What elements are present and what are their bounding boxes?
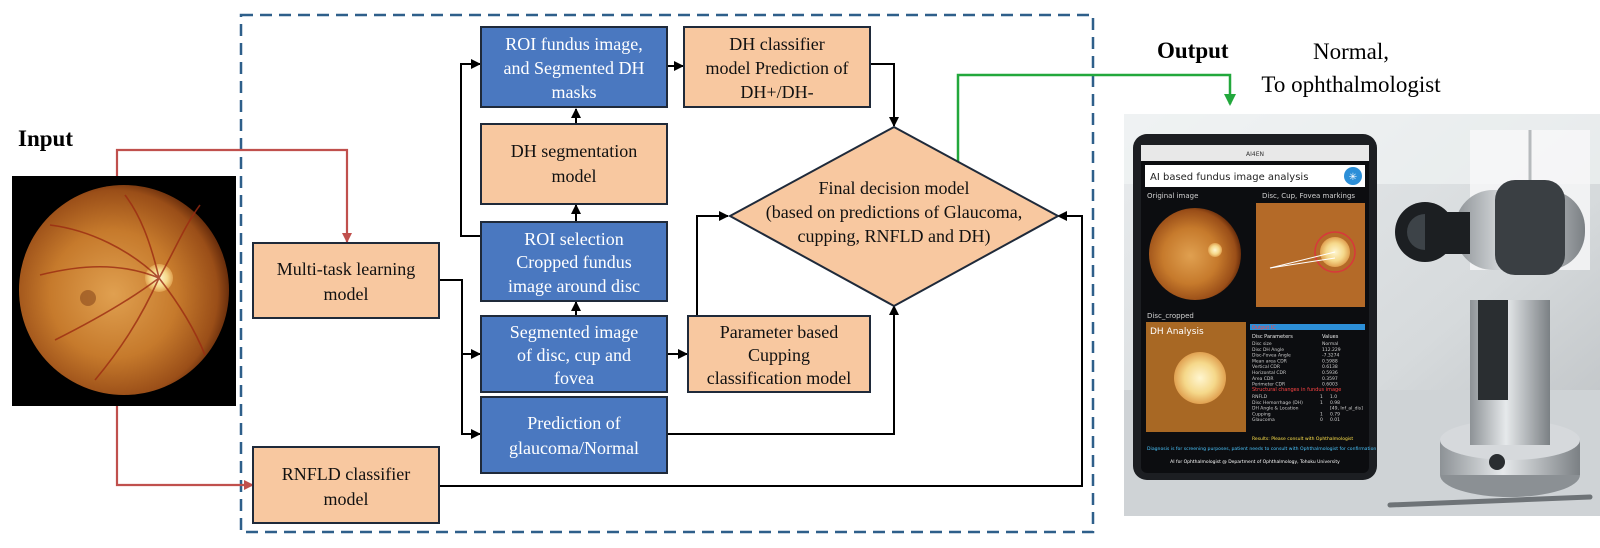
multitask-to-prediction-arrow (461, 354, 481, 439)
output-result-line-2: To ophthalmologist (1261, 72, 1441, 97)
tablet-changes-title: Structural changes in fundus image (1252, 387, 1341, 393)
prediction-to-final-arrow (668, 305, 899, 435)
tablet-row-value: 0.3597 (1322, 376, 1338, 382)
tablet-row-param: Perimeter CDR (1252, 382, 1285, 388)
multitask-learning-box: Multi-task learning model (252, 242, 440, 319)
dh-classifier-line-2: model Prediction of (706, 58, 849, 78)
segmented-image-box: Segmented image of disc, cup and fovea (480, 315, 668, 393)
dh-classifier-box: DH classifier model Prediction of DH+/DH… (683, 26, 871, 108)
multitask-line-2: model (324, 284, 369, 304)
multitask-line-1: Multi-task learning (277, 259, 415, 279)
tablet-change-name: Cupping (1252, 411, 1271, 417)
tablet-change-flag: 1 (1320, 400, 1323, 406)
tablet-row-param: Horizontal CDR (1252, 370, 1286, 376)
parameter-line-2: Cupping (748, 345, 810, 365)
roi-fundus-line-2: and Segmented DH (504, 58, 645, 78)
tablet-row-value: -7.3274 (1322, 353, 1340, 359)
fundus-camera (1395, 180, 1585, 497)
roi-fundus-line-3: masks (552, 82, 597, 102)
roi-selection-box: ROI selection Cropped fundus image aroun… (480, 221, 668, 302)
roi-fundus-line-1: ROI fundus image, (505, 34, 642, 54)
tablet-note: Diagnosis is for screening purposes, pat… (1147, 446, 1376, 452)
roi-selection-line-1: ROI selection (524, 229, 623, 249)
tablet-footer: AI for Ophthalmologist @ Department of O… (1170, 459, 1340, 465)
tablet-row-value: 112.229 (1322, 347, 1341, 353)
roi-selection-line-3: image around disc (508, 276, 640, 296)
final-decision-line-2: (based on predictions of Glaucoma, (766, 202, 1022, 223)
tablet-markings-label: Disc, Cup, Fovea markings (1262, 192, 1355, 200)
dhclass-to-final-arrow (870, 63, 899, 127)
tablet-results: Results: Please consult with Ophthalmolo… (1252, 436, 1353, 442)
parameter-line-3: classification model (707, 368, 851, 388)
final-to-output-arrow (956, 73, 1236, 162)
tablet-col-values: Values (1322, 334, 1339, 340)
tablet-header: AI based fundus image analysis (1150, 172, 1308, 183)
parameter-line-1: Parameter based (720, 322, 838, 342)
prediction-line-2: glaucoma/Normal (509, 438, 639, 458)
tablet-change-name: RNFLD (1252, 394, 1268, 400)
tablet-col-params: Disc Parameters (1252, 334, 1293, 340)
pipeline-container (239, 13, 1095, 534)
roiselect-to-roifundus-arrow (460, 59, 481, 237)
segmented-line-1: Segmented image (510, 322, 638, 342)
dh-segmentation-line-1: DH segmentation (511, 141, 637, 161)
tablet-change-name: DH Angle & Location (1252, 406, 1299, 412)
tablet-status: AI4EN (1246, 151, 1264, 158)
tablet-cropped-label: Disc_cropped (1147, 312, 1194, 320)
multitask-to-segmented-arrow (440, 279, 481, 359)
tablet-original-label: Original image (1147, 192, 1198, 200)
tablet-change-name: Disc Hemorrhage (DH) (1252, 400, 1303, 406)
tablet-row-value: 0.6138 (1322, 364, 1338, 370)
tablet-row-param: Disc-Fovea Angle (1252, 353, 1291, 359)
rnfld-classifier-box: RNFLD classifier model (252, 446, 440, 524)
tablet-change-score: 1.0 (1330, 394, 1337, 400)
dh-classifier-line-3: DH+/DH- (740, 82, 813, 102)
dh-segmentation-box: DH segmentation model (480, 123, 668, 205)
tablet-row-param: Area CDR (1252, 376, 1274, 382)
tablet-change-flag: 1 (1320, 411, 1323, 417)
roi-selection-line-2: Cropped fundus (516, 252, 632, 272)
tablet-change-flag: 1 (1320, 394, 1323, 400)
tablet-row-param: Vertical CDR (1252, 364, 1280, 370)
dh-classifier-line-1: DH classifier (729, 34, 824, 54)
tablet-change-score: [49, Inf_al_dis] (1330, 406, 1363, 412)
svg-text:✳: ✳ (1349, 172, 1357, 183)
input-label: Input (18, 126, 73, 151)
tablet-row-value: 0.6003 (1322, 382, 1338, 388)
rnfld-line-1: RNFLD classifier (282, 464, 410, 484)
parameter-cupping-box: Parameter based Cupping classification m… (687, 315, 871, 393)
parameter-to-final-arrow (696, 211, 729, 316)
input-to-multitask-arrow (115, 148, 352, 243)
tablet-row-param: Disc size (1252, 341, 1272, 347)
rnfld-to-final-arrow (440, 211, 1083, 487)
roi-fundus-box: ROI fundus image, and Segmented DH masks (480, 26, 668, 108)
output-label: Output (1157, 38, 1229, 63)
final-decision-diamond: Final decision model (based on predictio… (727, 125, 1061, 308)
glaucoma-prediction-box: Prediction of glaucoma/Normal (480, 396, 668, 474)
tablet-row-value: 0.5936 (1322, 370, 1338, 376)
tablet-table-title: Output IC (1252, 325, 1276, 331)
dh-segmentation-line-2: model (552, 166, 597, 186)
tablet-dh-label: DH Analysis (1150, 327, 1204, 337)
tablet-change-score: 0.79 (1330, 411, 1340, 417)
tablet-row-value: 0.5988 (1322, 358, 1338, 364)
prediction-line-1: Prediction of (527, 413, 620, 433)
input-to-rnfld-arrow (115, 406, 254, 490)
tablet-change-score: 0.01 (1330, 417, 1340, 423)
final-decision-line-1: Final decision model (819, 178, 970, 198)
final-decision-line-3: cupping, RNFLD and DH) (798, 226, 991, 247)
segmented-line-2: of disc, cup and (517, 345, 631, 365)
segmented-line-3: fovea (554, 368, 594, 388)
tablet-change-flag: 0 (1320, 417, 1323, 423)
output-result-line-1: Normal, (1313, 39, 1389, 64)
input-fundus-image (12, 176, 236, 406)
tablet-device: AI4EN AI based fundus image analysis ✳ O… (1133, 134, 1377, 480)
tablet-change-score: 0.98 (1330, 400, 1340, 406)
tablet-row-value: Normal (1322, 341, 1338, 347)
rnfld-line-2: model (324, 489, 369, 509)
tablet-row-param: Mean area CDR (1252, 358, 1287, 364)
tablet-change-name: Glaucoma (1252, 417, 1275, 423)
tablet-row-param: Disc DH Angle (1252, 347, 1284, 353)
